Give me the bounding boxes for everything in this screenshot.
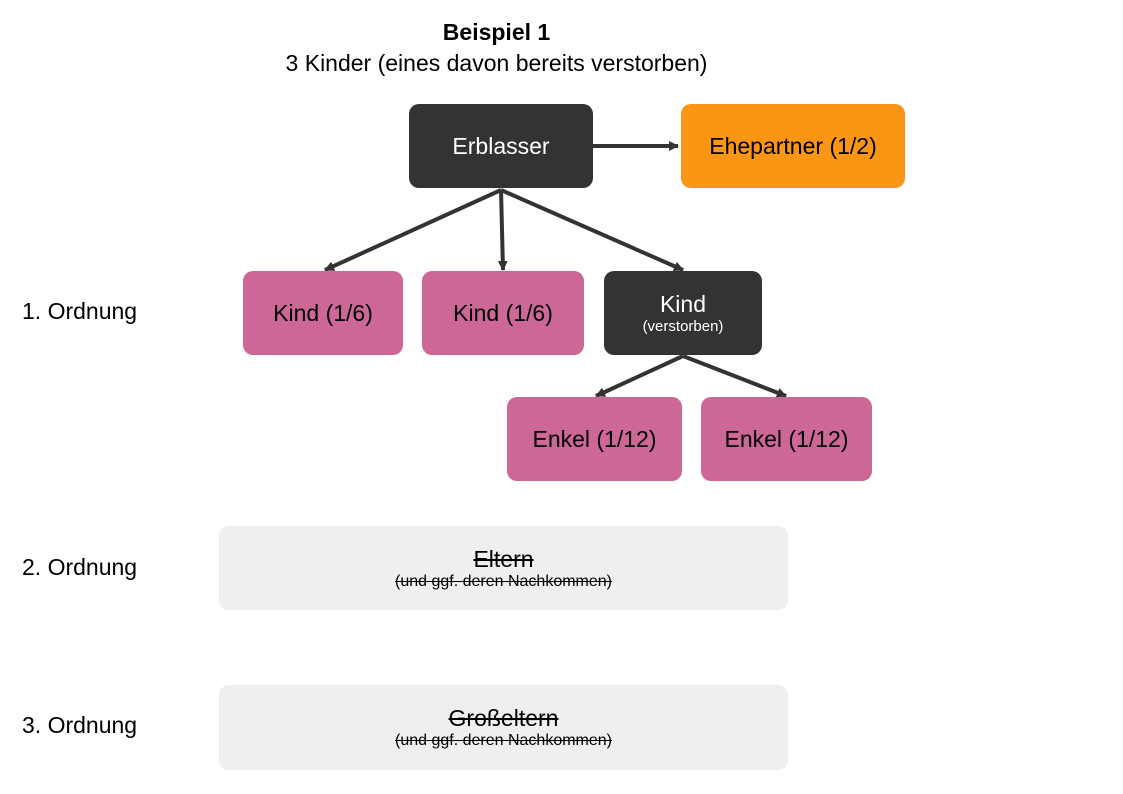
edge-erblasser-kind1 <box>324 188 502 272</box>
node-kind-3-deceased: Kind (verstorben) <box>604 271 762 355</box>
node-eltern: Eltern (und ggf. deren Nachkommen) <box>219 526 788 610</box>
diagram-title: Beispiel 1 <box>442 19 551 45</box>
node-note: (verstorben) <box>642 317 724 335</box>
order-label-3: 3. Ordnung <box>22 712 138 738</box>
node-kind-1: Kind (1/6) <box>243 271 403 355</box>
node-ehepartner: Ehepartner (1/2) <box>681 104 905 188</box>
node-label: Kind <box>659 290 707 317</box>
node-kind-2: Kind (1/6) <box>422 271 584 355</box>
node-note: (und ggf. deren Nachkommen) <box>395 572 612 590</box>
edge-erblasser-kind3 <box>500 188 684 272</box>
node-enkel-1: Enkel (1/12) <box>507 397 682 481</box>
node-label: Großeltern <box>448 705 559 731</box>
node-label: Ehepartner (1/2) <box>709 132 877 159</box>
node-label: Erblasser <box>452 132 550 159</box>
node-grosseltern: Großeltern (und ggf. deren Nachkommen) <box>219 685 788 770</box>
node-label: Kind (1/6) <box>273 299 373 326</box>
edge-kind3-enkel1 <box>595 354 684 398</box>
node-label: Kind (1/6) <box>453 299 553 326</box>
node-label: Enkel (1/12) <box>532 425 657 452</box>
node-label: Eltern <box>473 545 534 572</box>
order-label-1: 1. Ordnung <box>22 298 138 324</box>
diagram-subtitle: 3 Kinder (eines davon bereits verstorben… <box>285 50 708 76</box>
node-erblasser: Erblasser <box>409 104 593 188</box>
node-label: Enkel (1/12) <box>724 425 849 452</box>
edge-kind3-enkel2 <box>682 354 787 398</box>
node-enkel-2: Enkel (1/12) <box>701 397 872 481</box>
node-note: (und ggf. deren Nachkommen) <box>395 732 612 749</box>
order-label-2: 2. Ordnung <box>22 554 138 580</box>
edge-erblasser-kind2 <box>497 189 508 271</box>
